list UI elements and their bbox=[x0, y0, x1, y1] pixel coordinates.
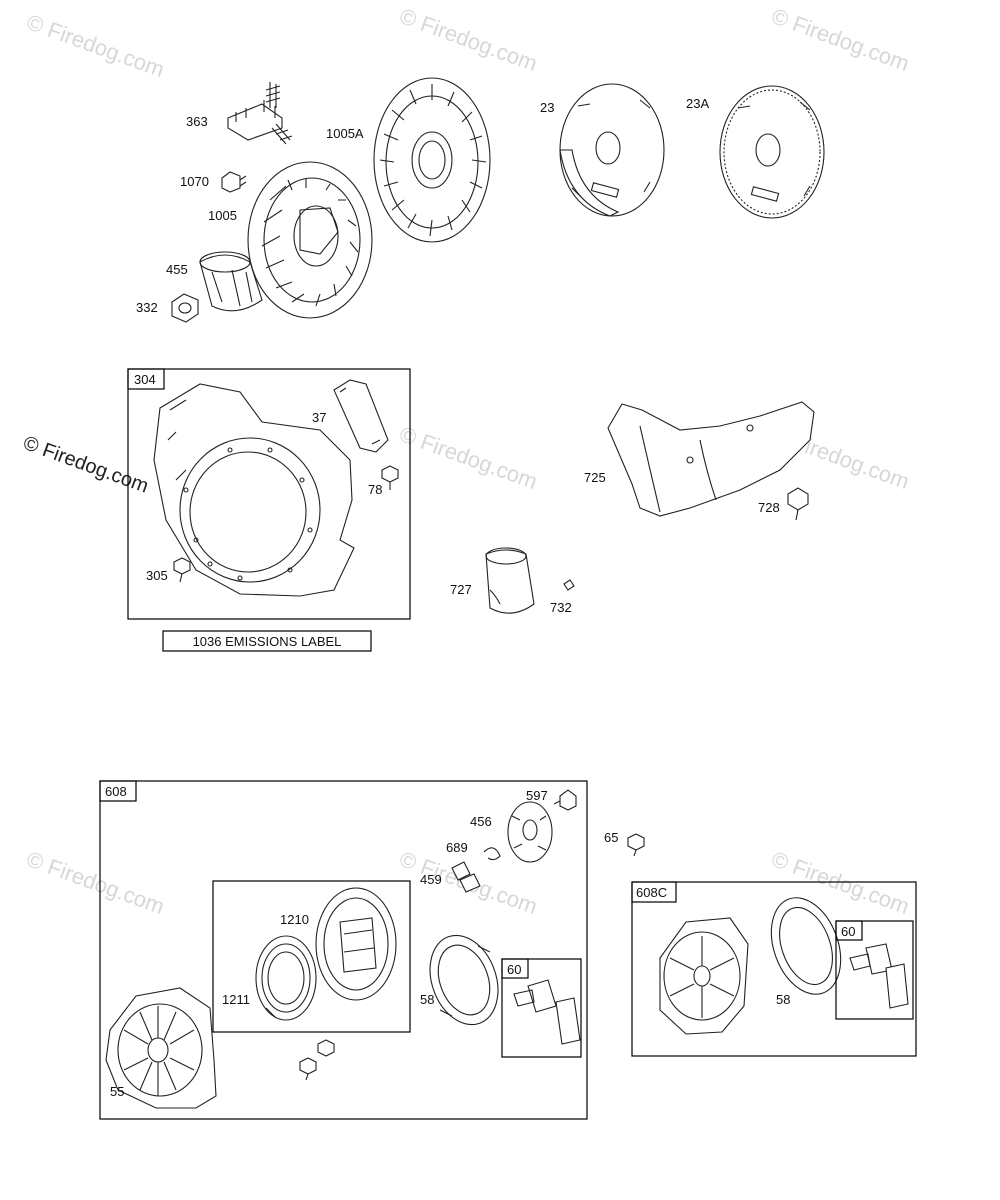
part-37-plate bbox=[333, 379, 389, 453]
label-608: 608 bbox=[105, 784, 127, 799]
part-screws-608 bbox=[299, 1039, 335, 1081]
part-65-screw bbox=[627, 833, 645, 857]
part-58-spring bbox=[429, 934, 499, 1026]
part-728-screw bbox=[787, 487, 809, 521]
label-732: 732 bbox=[550, 600, 572, 615]
part-456-cup bbox=[507, 801, 553, 863]
part-1005a-fan bbox=[373, 77, 491, 243]
part-725-shroud bbox=[607, 401, 815, 517]
part-363-bracket bbox=[227, 82, 293, 145]
part-60-handle bbox=[513, 979, 581, 1045]
box-608c-tag bbox=[631, 881, 677, 903]
label-455: 455 bbox=[166, 262, 188, 277]
watermark-top-right: © Firedog.com bbox=[768, 3, 912, 76]
label-728: 728 bbox=[758, 500, 780, 515]
label-304: 304 bbox=[134, 372, 156, 387]
part-305-screw bbox=[173, 557, 191, 583]
label-1070: 1070 bbox=[180, 174, 209, 189]
box-608-tag bbox=[99, 780, 137, 802]
label-725: 725 bbox=[584, 470, 606, 485]
label-1005a: 1005A bbox=[326, 126, 364, 141]
label-1210: 1210 bbox=[280, 912, 309, 927]
emissions-label-box bbox=[162, 630, 372, 652]
part-727-cap bbox=[485, 547, 535, 614]
part-1210-pulley bbox=[315, 887, 397, 1001]
emissions-label-text: 1036 EMISSIONS LABEL bbox=[193, 634, 342, 649]
label-689: 689 bbox=[446, 840, 468, 855]
part-459-dogs bbox=[451, 861, 481, 893]
part-732-clip bbox=[563, 579, 575, 591]
part-78-screw bbox=[381, 465, 399, 490]
box-60-608c-tag bbox=[835, 920, 863, 941]
box-60-608c bbox=[835, 920, 914, 1020]
label-332: 332 bbox=[136, 300, 158, 315]
box-608c bbox=[631, 881, 917, 1057]
watermark-mid-center: © Firedog.com bbox=[396, 421, 540, 494]
label-363: 363 bbox=[186, 114, 208, 129]
part-1211-spring bbox=[255, 935, 317, 1021]
part-608c-housing bbox=[659, 917, 749, 1035]
box-60 bbox=[501, 958, 582, 1058]
label-58: 58 bbox=[420, 992, 434, 1007]
label-60: 60 bbox=[507, 962, 521, 977]
label-305: 305 bbox=[146, 568, 168, 583]
box-608-inner bbox=[212, 880, 411, 1033]
box-608 bbox=[99, 780, 588, 1120]
part-55-housing bbox=[105, 987, 217, 1109]
label-608c: 608C bbox=[636, 885, 667, 900]
part-23a-flywheel bbox=[719, 85, 825, 219]
part-332-nut bbox=[171, 293, 199, 323]
label-1211: 1211 bbox=[222, 992, 250, 1007]
label-456: 456 bbox=[470, 814, 492, 829]
part-455-cup bbox=[199, 251, 263, 312]
box-304 bbox=[127, 368, 411, 620]
label-1005: 1005 bbox=[208, 208, 237, 223]
part-60-handle-608c bbox=[849, 943, 909, 1009]
label-78: 78 bbox=[368, 482, 382, 497]
watermark-top-left: © Firedog.com bbox=[23, 9, 167, 82]
part-23-flywheel bbox=[559, 83, 665, 217]
label-58-608c: 58 bbox=[776, 992, 790, 1007]
label-459: 459 bbox=[420, 872, 442, 887]
part-689-clip bbox=[483, 847, 501, 861]
label-65: 65 bbox=[604, 830, 618, 845]
label-23a: 23A bbox=[686, 96, 709, 111]
watermark-low-left: © Firedog.com bbox=[23, 846, 167, 919]
label-55: 55 bbox=[110, 1084, 124, 1099]
label-37: 37 bbox=[312, 410, 326, 425]
watermark-side: © Firedog.com bbox=[20, 432, 151, 498]
label-23: 23 bbox=[540, 100, 554, 115]
box-60-tag bbox=[501, 958, 529, 979]
watermark-top-center: © Firedog.com bbox=[396, 3, 540, 76]
label-60-608c: 60 bbox=[841, 924, 855, 939]
part-597-screw bbox=[553, 789, 577, 811]
label-727: 727 bbox=[450, 582, 472, 597]
box-304-tag bbox=[127, 368, 165, 390]
part-1070-screw bbox=[221, 171, 247, 193]
part-304-blower-housing bbox=[153, 383, 355, 597]
part-1005-fan bbox=[247, 161, 373, 319]
label-597: 597 bbox=[526, 788, 548, 803]
part-58-spring-608c bbox=[770, 897, 842, 995]
